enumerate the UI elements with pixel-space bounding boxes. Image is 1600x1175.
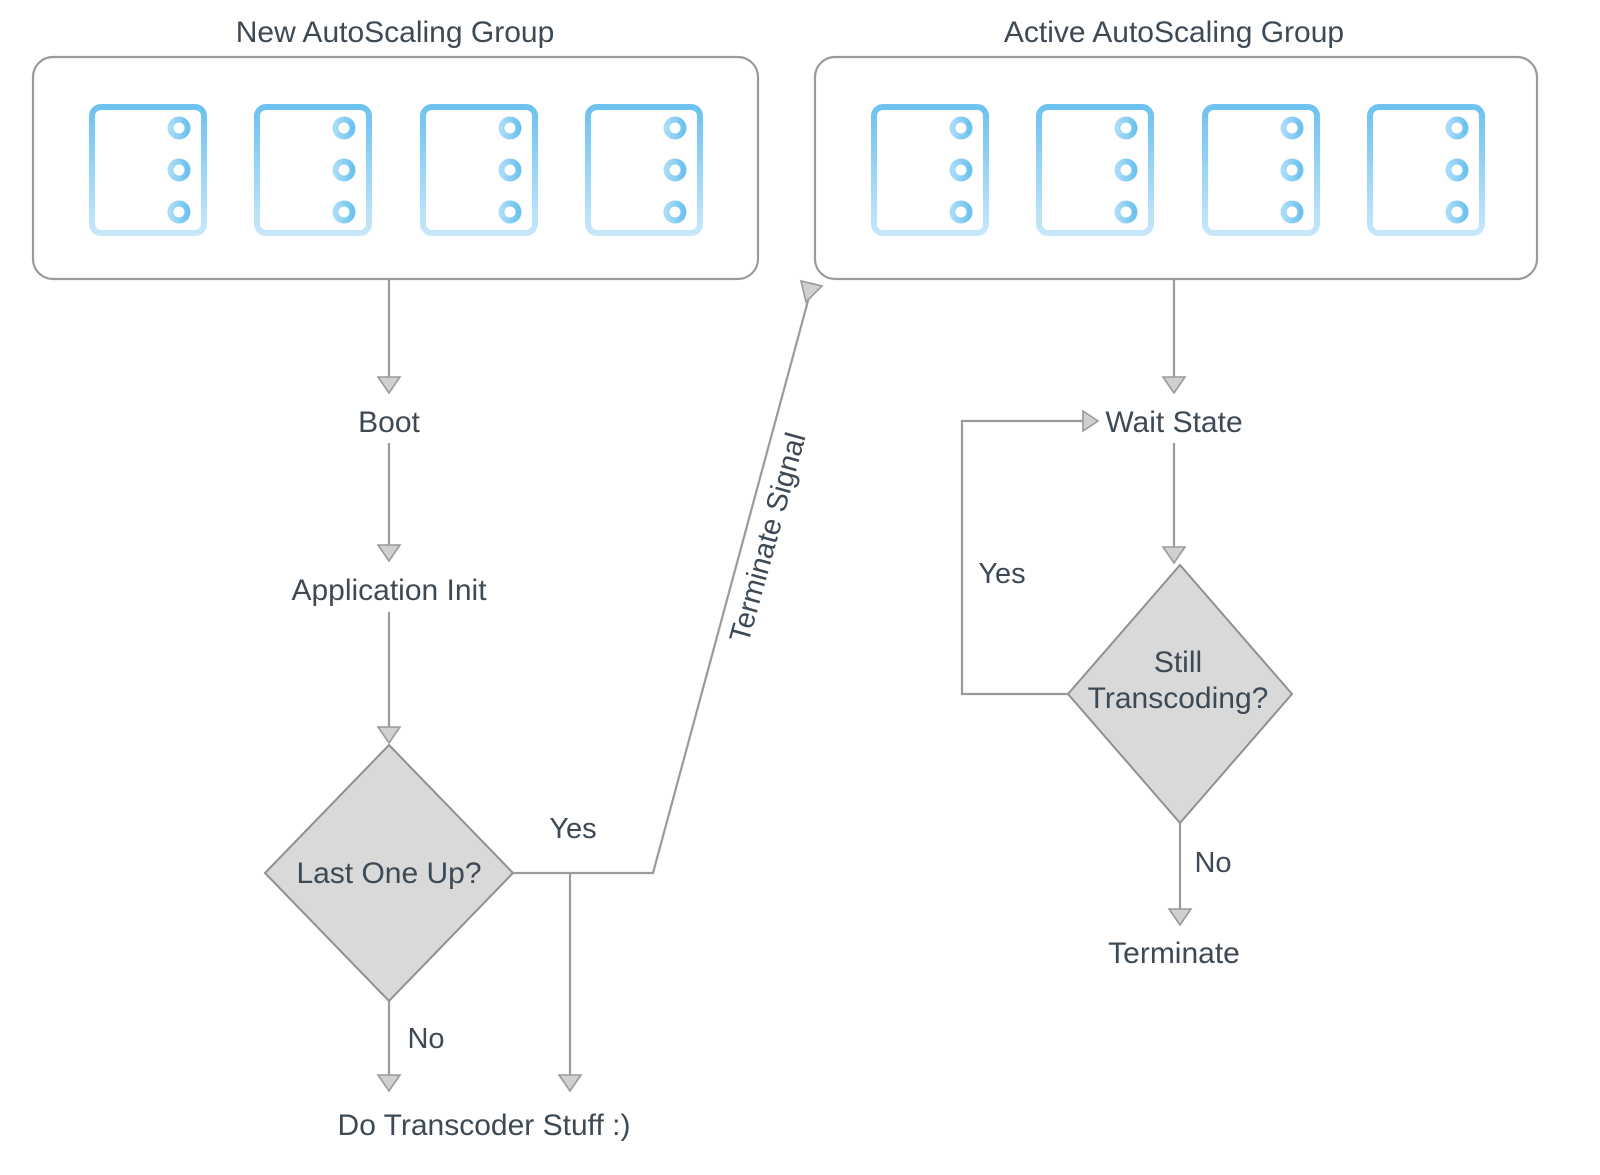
- node-do-transcoder-stuff: Do Transcoder Stuff :): [338, 1109, 631, 1142]
- node-boot: Boot: [358, 406, 420, 439]
- left-group-title: New AutoScaling Group: [236, 16, 555, 49]
- decision-still-transcoding-label-line1: Still: [1154, 646, 1202, 679]
- edge-yes-to-do-transcoder: [557, 873, 583, 1093]
- node-wait-state: Wait State: [1105, 406, 1242, 439]
- node-terminate: Terminate: [1108, 937, 1240, 970]
- node-application-init: Application Init: [291, 574, 487, 607]
- edge-last-one-up-no-to-do-transcoder: [376, 1001, 402, 1093]
- edge-boot-to-application-init: [376, 443, 402, 563]
- edge-label-still-transcoding-no: No: [1194, 847, 1231, 879]
- edge-wait-state-to-still-transcoding: [1161, 443, 1187, 565]
- edge-label-terminate-signal: Terminate Signal: [724, 429, 813, 646]
- edge-group-to-boot: [376, 279, 402, 395]
- edge-application-init-to-last-one-up: [376, 612, 402, 745]
- edge-group-to-wait-state: [1161, 279, 1187, 395]
- new-autoscaling-group-box: [31, 55, 760, 281]
- edge-label-last-one-up-no: No: [407, 1023, 444, 1055]
- edge-label-last-one-up-yes: Yes: [549, 813, 596, 845]
- active-autoscaling-group-box: [813, 55, 1539, 281]
- edge-last-one-up-yes-terminate-signal: [513, 279, 824, 875]
- edge-still-transcoding-yes-loop: [960, 409, 1100, 696]
- decision-last-one-up-label: Last One Up?: [296, 857, 481, 890]
- right-group-title: Active AutoScaling Group: [1004, 16, 1344, 49]
- edge-still-transcoding-no-to-terminate: [1167, 823, 1193, 927]
- edge-label-still-transcoding-yes: Yes: [978, 558, 1025, 590]
- decision-still-transcoding-label-line2: Transcoding?: [1088, 682, 1269, 715]
